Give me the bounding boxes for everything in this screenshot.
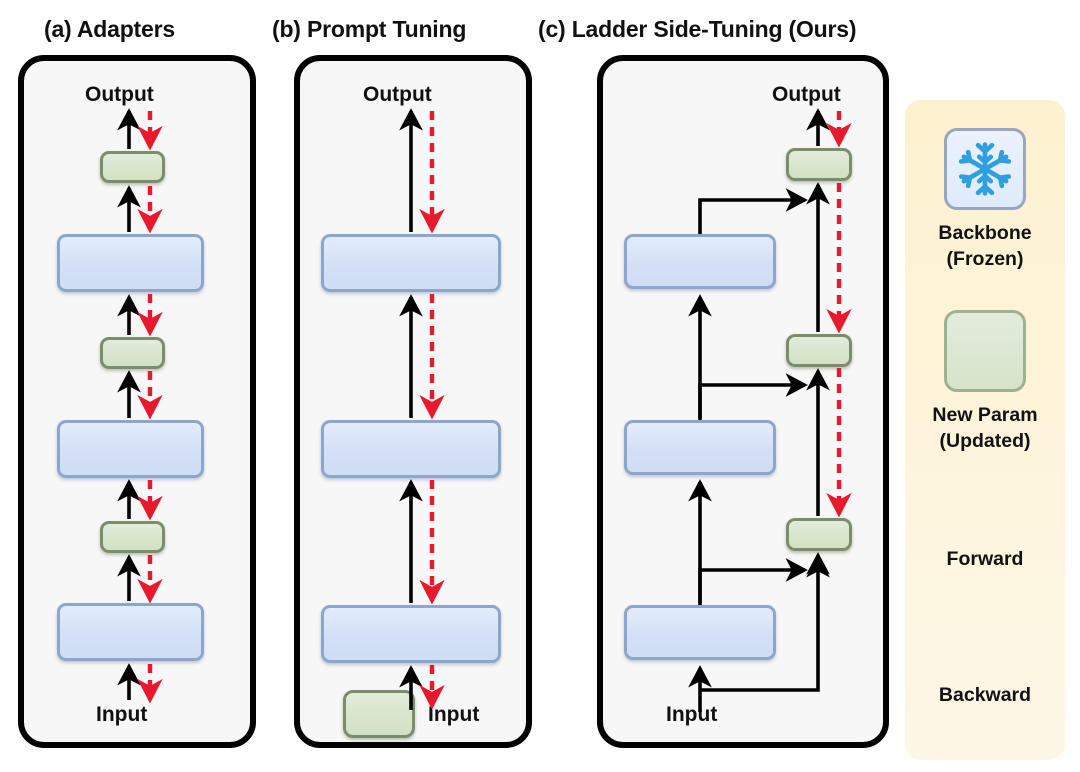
ladder-input-shortcut [700, 555, 830, 692]
ladder-input-label: Input [666, 703, 718, 726]
legend-label-backbone-line1: Backbone [938, 222, 1032, 244]
ladder-side-block-3 [786, 148, 852, 181]
adapters-output-label: Output [85, 83, 154, 106]
adapters-adapter-3 [100, 151, 165, 183]
panel-caption-adapters: (a) Adapters [44, 16, 175, 42]
ladder-backbone-block-1 [624, 605, 776, 660]
adapters-adapter-2 [100, 337, 165, 369]
legend-panel [905, 100, 1065, 760]
adapters-input-label: Input [96, 703, 148, 726]
adapters-backbone-block-1 [57, 603, 204, 661]
adapters-adapter-1 [100, 521, 165, 553]
legend-label-newparam-line1: New Param [932, 404, 1038, 426]
prompt-tuning-backbone-block-2 [321, 420, 501, 478]
frozen-tile [944, 128, 1026, 210]
ladder-backbone-block-2 [624, 420, 776, 475]
legend-label-newparam-line2: (Updated) [939, 430, 1031, 452]
adapters-backbone-block-3 [57, 234, 204, 292]
legend-label-backward: Backward [938, 684, 1032, 706]
prompt-tuning-output-label: Output [363, 83, 432, 106]
prompt-tuning-backbone-block-1 [321, 605, 501, 663]
ladder-output-label: Output [772, 83, 841, 106]
panel-caption-prompt-tuning: (b) Prompt Tuning [272, 16, 467, 42]
prompt-tuning-prompt-token [343, 690, 415, 738]
panel-caption-ladder-side-tuning: (c) Ladder Side-Tuning (Ours) [538, 16, 857, 42]
adapters-backbone-block-2 [57, 420, 204, 478]
ladder-backbone-block-3 [624, 234, 776, 289]
green-box-icon [944, 310, 1026, 392]
ladder-side-block-1 [786, 518, 852, 551]
legend-label-backbone-line2: (Frozen) [946, 248, 1024, 270]
snowflake-icon [958, 142, 1012, 196]
legend-label-forward: Forward [946, 548, 1024, 570]
prompt-tuning-backbone-block-3 [321, 234, 501, 292]
ladder-side-block-2 [786, 334, 852, 367]
ladder-shortcut-arrows [698, 188, 808, 605]
